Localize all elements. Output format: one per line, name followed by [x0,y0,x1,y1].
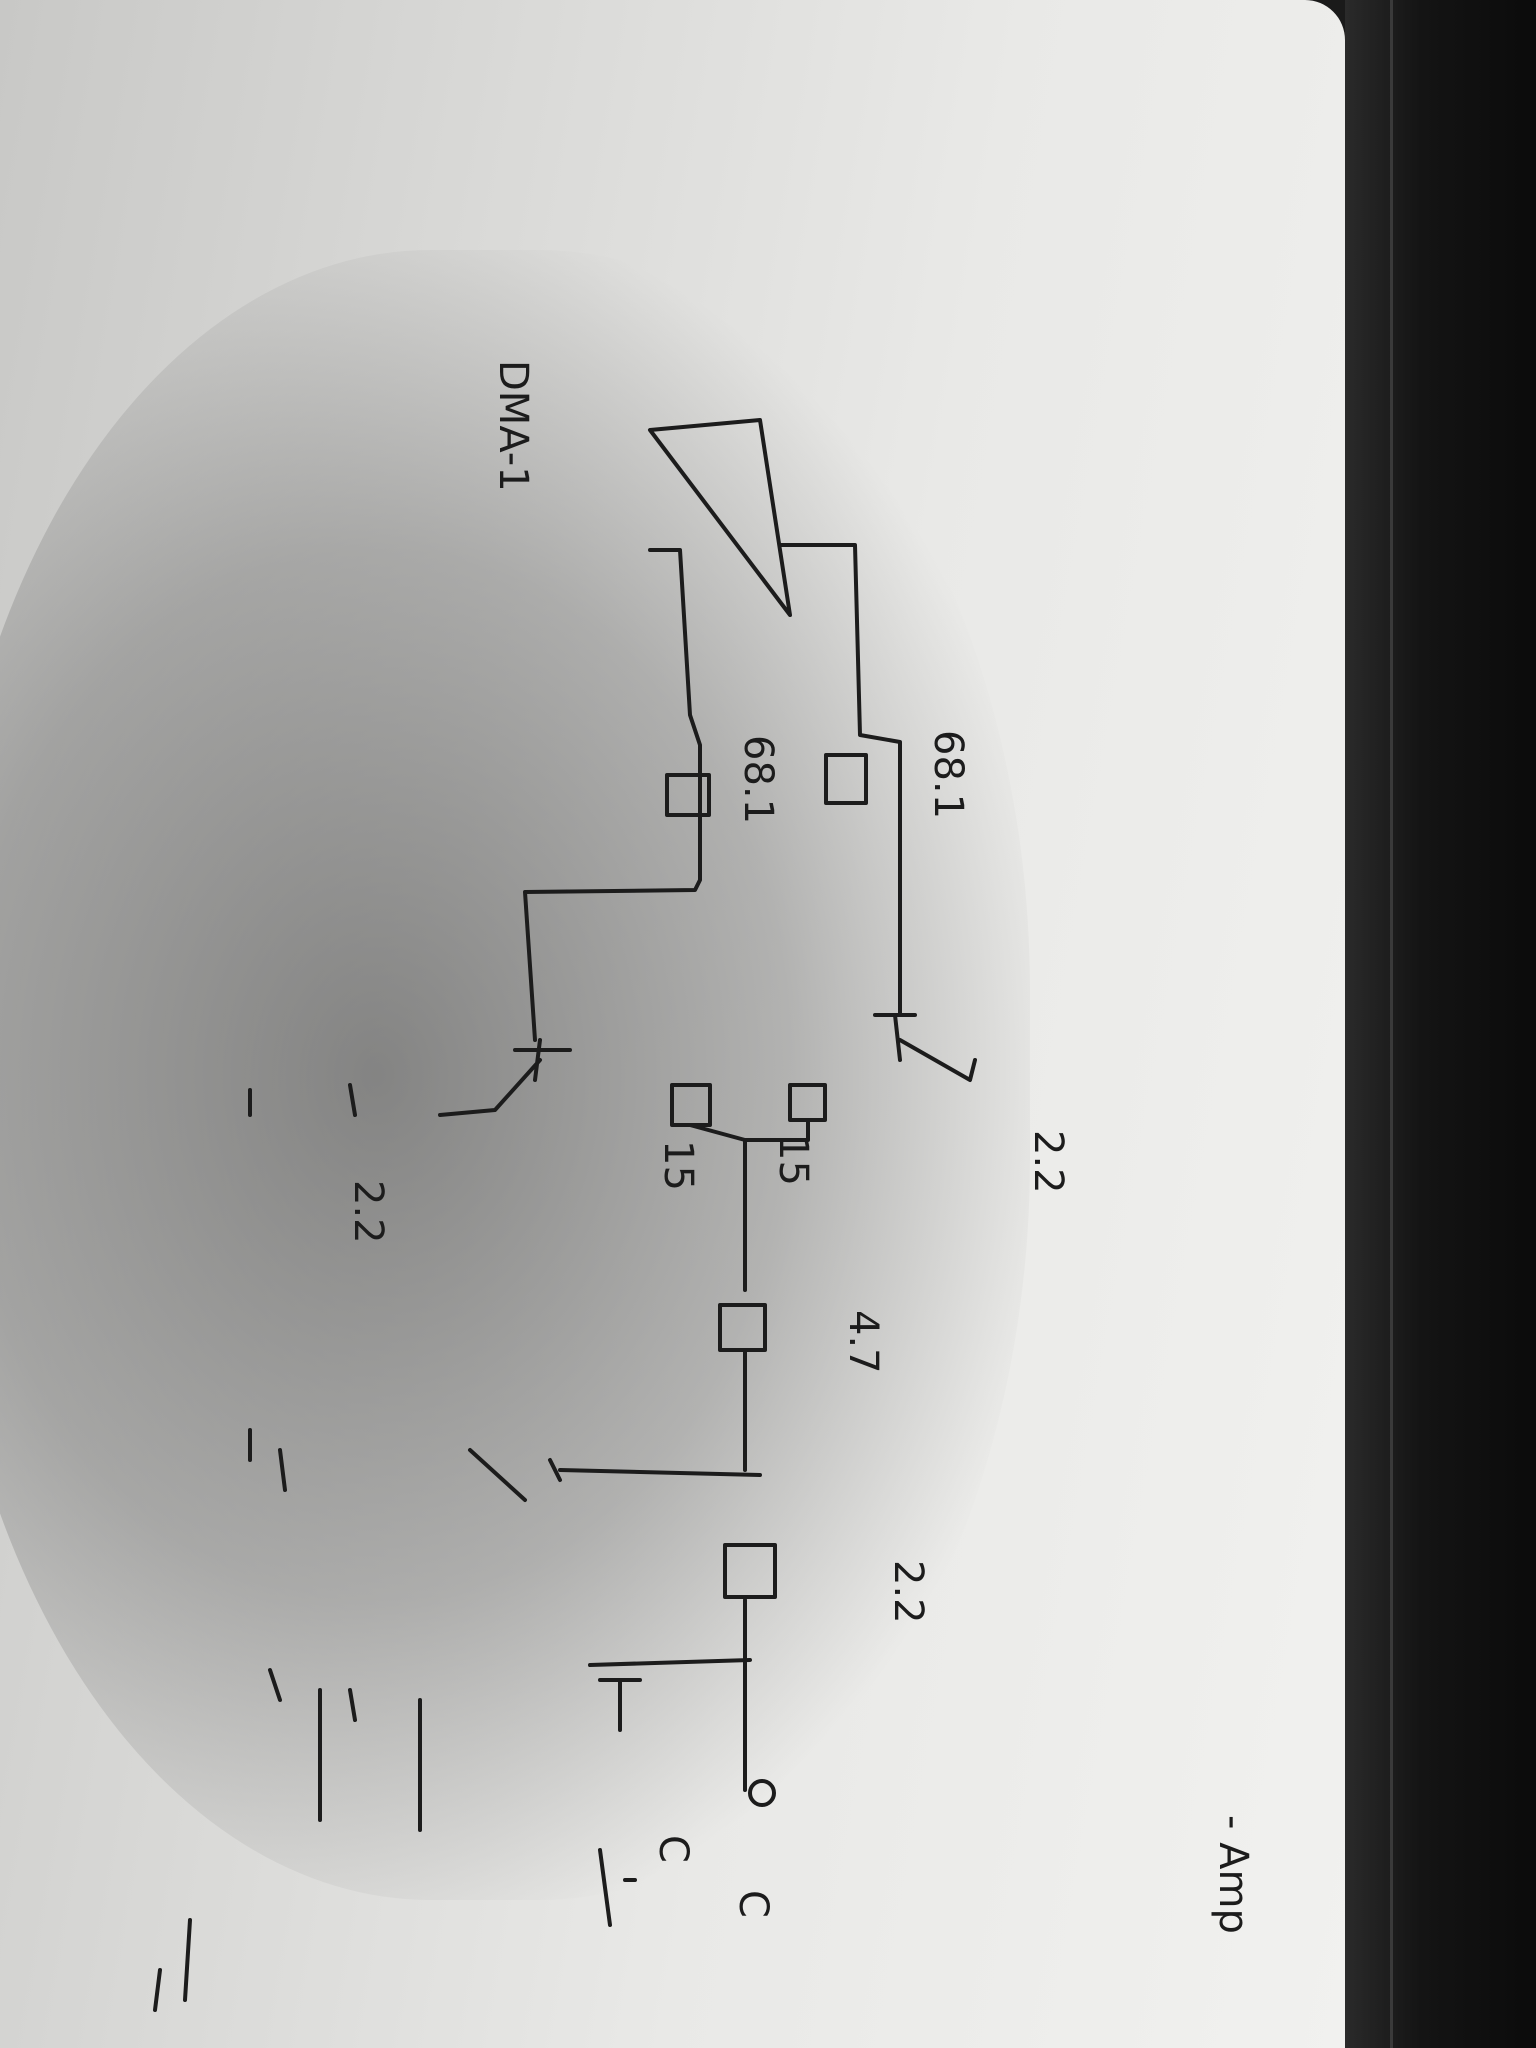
label-r-15a: 15 [770,1135,816,1186]
output-terminal [748,1779,776,1807]
resistor-2-2-right [723,1543,777,1599]
resistor-68-1-mid [665,773,711,817]
label-r-47: 4.7 [840,1310,886,1374]
wire-feedback-top [778,543,902,1017]
wire-4-7-out [558,1348,762,1477]
ground-symbol [598,1848,637,1927]
label-title: DMA-1 [490,360,536,492]
amp-tail [153,1918,192,2012]
label-r-top: 68.1 [925,730,971,819]
label-r-22c: 2.2 [885,1560,931,1624]
wire-node [688,1118,810,1292]
resistor-4-7 [718,1303,767,1352]
label-ground-a: C [650,1835,696,1863]
hand-shadow [0,250,1030,1900]
opamp-triangle [648,418,792,617]
transistor-lower [438,1038,572,1117]
label-r-mid: 68.1 [735,735,781,824]
label-r-15b: 15 [655,1140,701,1191]
label-r-22a: 2.2 [1025,1130,1071,1194]
wire-feedback-bottom [523,548,702,1042]
output-arrow [268,1448,422,1832]
resistor-68-1-top [824,753,868,805]
label-r-22b: 2.2 [345,1180,391,1244]
bottom-marks [248,1083,357,1462]
label-ground-b: C [730,1890,776,1918]
label-amp: - Amp [1210,1815,1256,1934]
wire-output [588,1598,752,1792]
binder-edge [1390,0,1393,2048]
binder-cover [1345,0,1536,2048]
switch-mark [468,1448,562,1502]
transistor-upper [873,1013,977,1082]
